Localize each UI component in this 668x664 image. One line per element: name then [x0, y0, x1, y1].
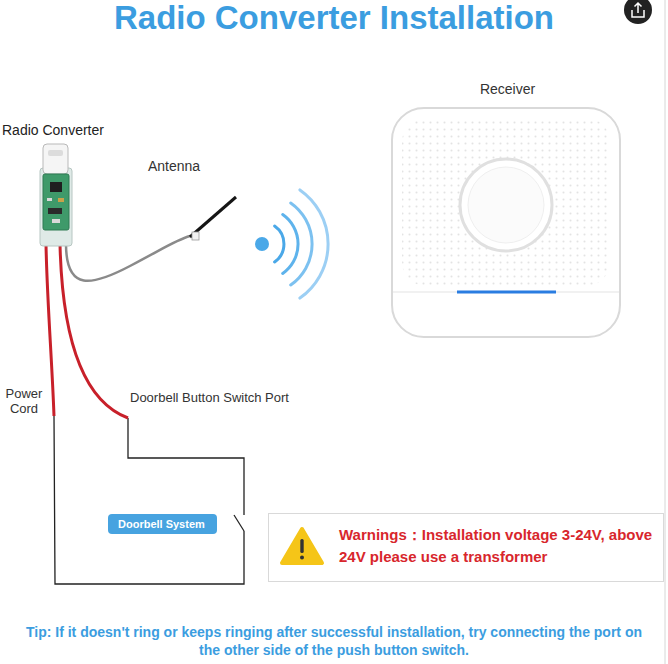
share-icon	[624, 0, 652, 24]
receiver-device	[392, 108, 620, 337]
antenna-label: Antenna	[148, 158, 200, 174]
share-icon-circle	[624, 0, 652, 24]
wave-arc	[283, 215, 298, 274]
usb-plug	[43, 144, 68, 174]
chip	[48, 208, 62, 214]
receiver: Receiver	[385, 80, 630, 342]
switch-port-label: Doorbell Button Switch Port	[130, 390, 289, 405]
converter-sleeve	[40, 168, 72, 246]
warning-icon	[282, 529, 322, 563]
switch-wire	[128, 418, 244, 515]
radio-converter-device	[40, 144, 72, 246]
usb-slot	[48, 150, 63, 156]
wave-arc	[300, 190, 328, 298]
warning-mark	[300, 539, 303, 553]
component	[52, 219, 60, 223]
circuit-board	[43, 174, 69, 230]
frame-line	[665, 0, 666, 664]
warning-dot	[300, 556, 304, 560]
wave-arc	[291, 203, 312, 285]
wiring	[46, 244, 244, 584]
doorbell-system-box: Doorbell System	[108, 514, 217, 534]
antenna-rod	[190, 197, 236, 237]
tip-caption: Tip: If it doesn't ring or keeps ringing…	[20, 623, 648, 659]
power-cord	[46, 244, 54, 416]
antenna	[66, 197, 236, 281]
antenna-clip	[192, 232, 199, 240]
switch-symbol	[234, 515, 244, 531]
warning-triangle	[282, 529, 322, 563]
receiver-led	[457, 291, 556, 294]
title: Radio Converter Installation	[0, 0, 668, 36]
component	[47, 198, 52, 201]
radio-converter: Radio Converter	[0, 122, 118, 248]
wave-source	[255, 237, 269, 251]
component	[58, 198, 64, 202]
node-text: Doorbell System	[118, 517, 207, 531]
power-cord-label: Power Cord	[1, 386, 47, 416]
node-text: Radio Converter	[0, 122, 118, 139]
warning-box: Warnings：Installation voltage 3-24V, abo…	[268, 513, 664, 582]
wave-arc	[275, 226, 284, 262]
chip	[50, 182, 62, 192]
receiver-button	[460, 159, 552, 251]
speaker-grille	[402, 118, 610, 286]
receiver-band-edge	[393, 291, 619, 293]
node-text: Receiver	[385, 80, 630, 98]
power-wire	[54, 416, 244, 584]
receiver-body	[392, 108, 620, 337]
antenna-cable	[66, 236, 190, 281]
receiver-button-inner	[468, 167, 544, 243]
share-icon-arrow	[632, 3, 644, 17]
radio-waves	[255, 190, 328, 298]
node-text: Warnings：Installation voltage 3-24V, abo…	[339, 524, 657, 568]
